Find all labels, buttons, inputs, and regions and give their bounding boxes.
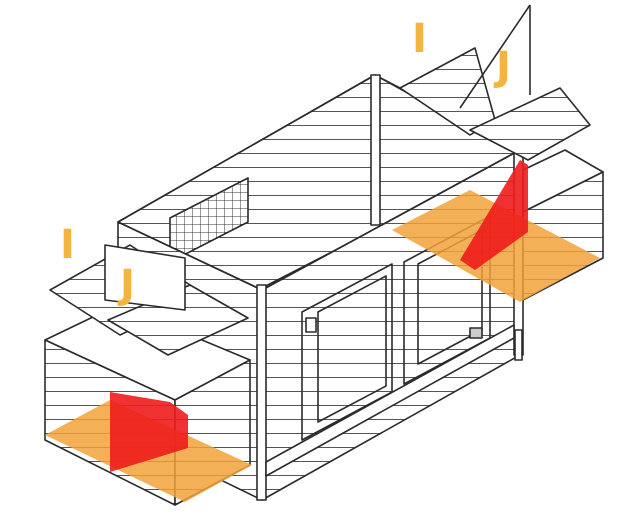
right-red-zone xyxy=(460,160,528,270)
highlight-zones xyxy=(45,160,600,502)
label-left-j: J xyxy=(117,262,135,308)
right-leg xyxy=(514,329,523,361)
left-door-frame xyxy=(317,275,387,423)
label-right-j: J xyxy=(493,44,511,90)
left-gable-board xyxy=(104,244,186,311)
label-right-i: I xyxy=(412,16,427,62)
right-prop-rod xyxy=(459,4,531,109)
latch-icon xyxy=(305,317,317,333)
post-front-left xyxy=(256,284,267,501)
post-back xyxy=(370,74,381,226)
handle-icon xyxy=(469,327,483,339)
bottom-rail xyxy=(265,324,515,477)
panel-labels: I J I J xyxy=(60,16,511,308)
label-left-i: I xyxy=(60,222,75,268)
left-red-zone xyxy=(110,392,188,472)
right-flap-j xyxy=(469,87,591,161)
